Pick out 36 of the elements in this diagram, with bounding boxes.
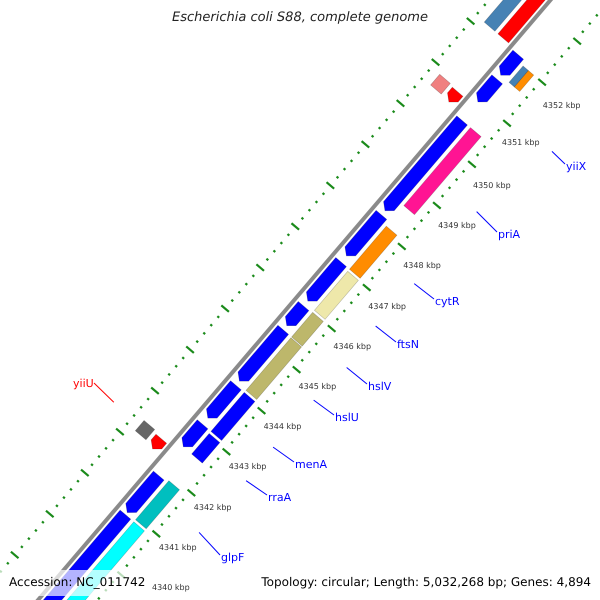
tick-label: 4352 kbp: [542, 102, 580, 110]
tick-label: 4343 kbp: [228, 463, 266, 472]
tick-label: 4340 kbp: [152, 584, 190, 592]
tick-label: 4350 kbp: [473, 182, 511, 190]
leader-line: [94, 382, 114, 403]
title: Escherichia coli S88, complete genome: [171, 11, 429, 24]
tick-label: 4351 kbp: [502, 138, 540, 147]
tick-label: 4344 kbp: [264, 423, 302, 432]
gene-label: cytR: [435, 296, 460, 307]
tick-label: 4349 kbp: [438, 222, 476, 230]
tick-label: 4347 kbp: [368, 302, 406, 311]
leader-line: [346, 367, 368, 384]
tick-label: 4348 kbp: [403, 262, 441, 270]
gene-label: ftsN: [397, 339, 419, 350]
leader-line: [414, 283, 434, 300]
gene-label: glpF: [221, 552, 244, 563]
gene-label: yiiU: [73, 378, 94, 389]
leader-line: [272, 446, 294, 462]
tick-label: 4341 kbp: [158, 544, 197, 552]
tick-label: 4345 kbp: [298, 383, 336, 391]
genome-stats-text: Topology: circular; Length: 5,032,268 bp; Genes: 4,894: [261, 576, 591, 588]
gene-label: rraA: [268, 492, 292, 503]
tick-label: 4346 kbp: [333, 342, 372, 351]
leader-line: [476, 211, 498, 232]
leader-line: [375, 326, 396, 342]
leader-line: [198, 532, 220, 556]
gene-label: hslV: [368, 381, 392, 392]
accession-text: Accession: NC_011742: [9, 576, 146, 588]
leader-line: [551, 150, 566, 164]
leader-line: [313, 400, 334, 416]
gene-label: priA: [498, 229, 520, 240]
gene-label: yiiX: [566, 161, 586, 172]
tick-label: 4342 kbp: [194, 504, 232, 512]
gene-label: menA: [295, 459, 327, 470]
leader-line: [246, 480, 268, 496]
gene-label: hslU: [335, 412, 359, 423]
